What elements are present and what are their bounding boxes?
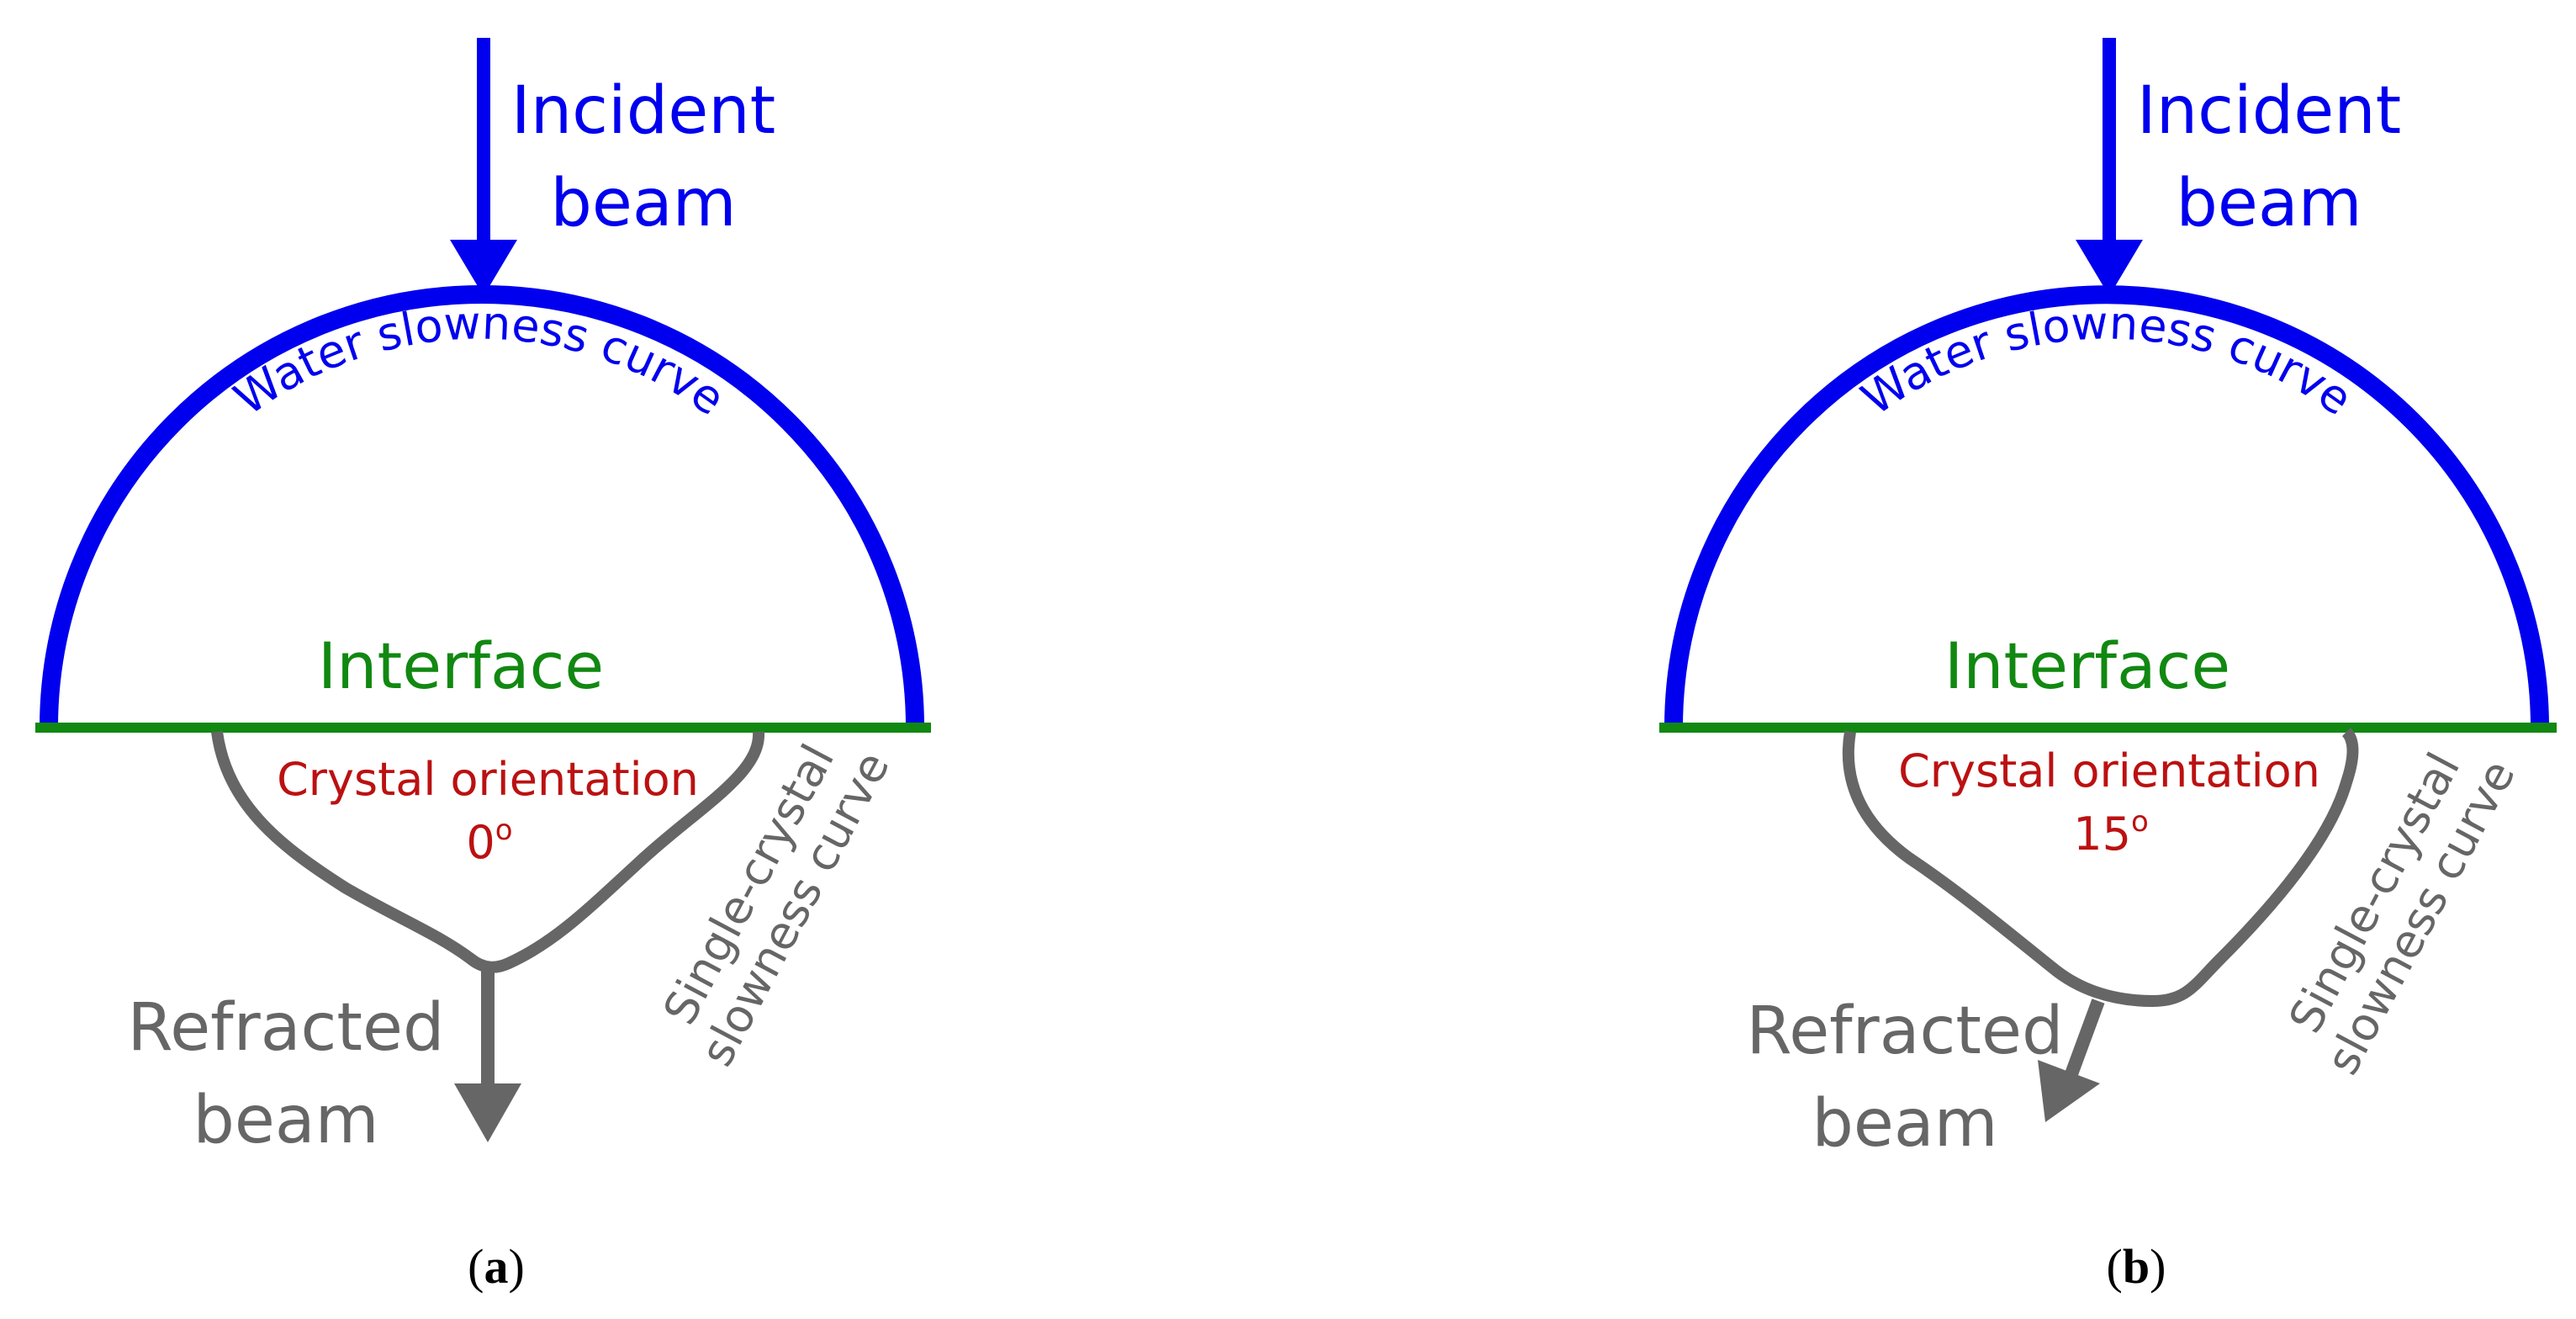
incident-label-line2: beam [2176, 166, 2362, 241]
water-curve-label: Water slowness curve [1852, 296, 2362, 426]
incident-label-line1: Incident [2137, 73, 2402, 149]
orientation-label: Crystal orientation [277, 753, 699, 806]
panel-a: Incident beam Water slowness curve Inter… [35, 38, 931, 1294]
incident-label-line1: Incident [511, 73, 776, 149]
crystal-slowness-curve [1842, 728, 2359, 1007]
refracted-beam-arrow [2038, 999, 2105, 1122]
orientation-label: Crystal orientation [1898, 744, 2320, 797]
orientation-value: 0o [466, 813, 512, 869]
incident-beam-arrow [450, 38, 517, 296]
incident-beam-arrow [2076, 38, 2143, 296]
water-slowness-curve [40, 285, 924, 728]
caption-b: (b) [2107, 1239, 2166, 1294]
panel-b: Incident beam Water slowness curve Inter… [1659, 38, 2557, 1294]
refracted-label-line1: Refracted [1747, 993, 2064, 1069]
refracted-beam-arrow [454, 967, 521, 1142]
refracted-label-line2: beam [193, 1083, 378, 1158]
incident-label-line2: beam [550, 166, 736, 241]
crystal-slowness-curve [211, 731, 765, 973]
interface-label: Interface [318, 628, 604, 703]
water-curve-label: Water slowness curve [225, 296, 734, 426]
water-slowness-curve [1664, 285, 2549, 728]
interface-label: Interface [1944, 628, 2230, 703]
refracted-label-line2: beam [1812, 1086, 1997, 1162]
caption-a: (a) [468, 1239, 525, 1294]
refracted-label-line1: Refracted [128, 990, 445, 1066]
orientation-value: 15o [2073, 805, 2149, 861]
